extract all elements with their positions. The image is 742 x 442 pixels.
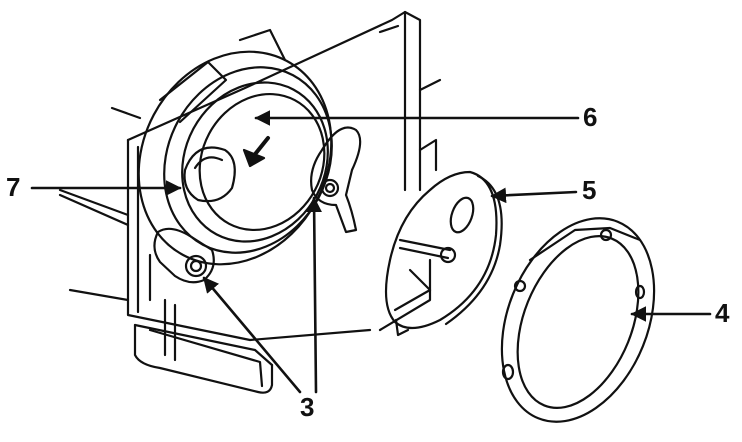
leader-3a <box>202 276 302 394</box>
retaining-ring <box>500 217 656 423</box>
leader-lines <box>30 110 712 394</box>
callout-3: 3 <box>300 392 315 422</box>
callout-4: 4 <box>715 298 730 328</box>
leader-5 <box>490 187 578 204</box>
callout-7: 7 <box>6 172 21 202</box>
left-screw-bracket <box>148 227 215 302</box>
bobbin-case <box>384 170 503 337</box>
leader-3b <box>306 196 322 394</box>
hook-race-assembly <box>137 28 333 266</box>
callout-5: 5 <box>582 175 597 205</box>
callout-6: 6 <box>583 102 598 132</box>
direction-arrow <box>242 136 270 168</box>
right-screw-bracket <box>310 126 362 234</box>
machine-frame <box>58 10 442 342</box>
